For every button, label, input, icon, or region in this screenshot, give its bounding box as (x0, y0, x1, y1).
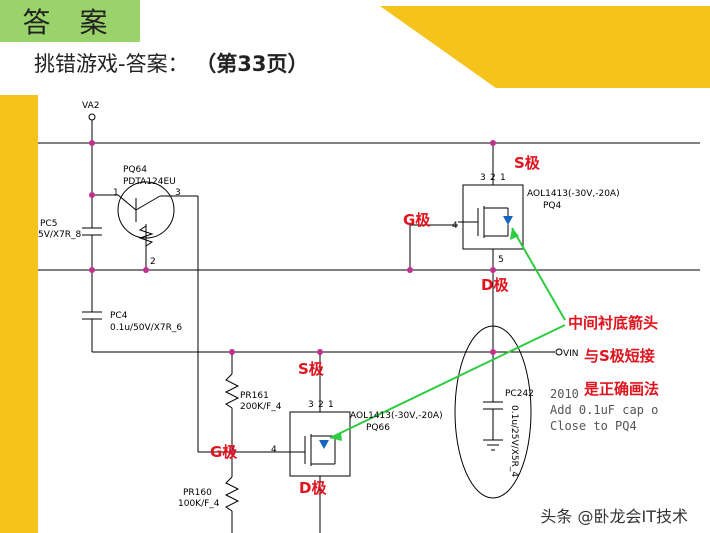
pq66-pin4: 4 (271, 445, 277, 455)
pq64-pin2: 2 (150, 257, 156, 267)
pq4-part: AOL1413(-30V,-20A) (527, 189, 620, 199)
note-line-2: Add 0.1uF cap o (550, 403, 658, 417)
pq4-pin1: 1 (500, 173, 506, 183)
pq66-s-label: S极 (298, 360, 325, 378)
pq4-g-label: G极 (403, 211, 431, 229)
callout-arrow-to-pq66 (329, 324, 566, 439)
subtitle-page: （第33页） (195, 52, 309, 76)
vin-label: VIN (563, 349, 579, 359)
page-title: 答 案 (22, 6, 118, 39)
callout-line-3: 是正确画法 (583, 380, 659, 398)
pq4-pin3: 3 (480, 173, 486, 183)
pq64-pin1: 1 (113, 188, 119, 198)
pq4-d-label: D极 (481, 276, 509, 294)
pc242-highlight-ellipse (454, 325, 532, 499)
pc5-value: 5V/X7R_8 (38, 230, 82, 240)
pc4-value: 0.1u/50V/X7R_6 (110, 323, 182, 333)
pc242-ref: PC242 (505, 389, 534, 399)
pq64-pin3: 3 (175, 188, 181, 198)
callout-line-1: 中间衬底箭头 (568, 314, 658, 332)
pq66-pin2: 2 (318, 400, 324, 410)
pq4-ref: PQ4 (543, 201, 562, 211)
pq64-part: PDTA124EU (123, 177, 176, 187)
pq4-pin2: 2 (490, 173, 496, 183)
pq4-pin5: 5 (498, 255, 504, 265)
note-line-3: Close to PQ4 (550, 419, 637, 433)
pq4-body-diode (503, 216, 513, 225)
pc242-value: 0.1u/25V/X5R_4 (509, 405, 519, 477)
vin-terminal (555, 348, 563, 356)
va2-label: VA2 (82, 101, 99, 111)
pq4-s-label: S极 (514, 154, 541, 172)
schematic-panel (38, 88, 710, 533)
page-subtitle: 挑错游戏-答案： （第33页） (34, 48, 309, 78)
pq64-ref: PQ64 (123, 165, 147, 175)
pq66-ref: PQ66 (366, 423, 390, 433)
pq4-pin4: 4 (452, 221, 458, 231)
pr160-value: 100K/F_4 (178, 499, 220, 509)
note-line-1: 2010 (550, 387, 579, 401)
pc5-ref: PC5 (40, 219, 57, 229)
watermark: 头条 @卧龙会IT技术 (536, 503, 692, 527)
pq66-d-label: D极 (299, 479, 327, 497)
subtitle-prefix: 挑错游戏-答案： (34, 52, 189, 76)
callout-arrow-to-pq4 (511, 227, 566, 321)
pr160-ref: PR160 (183, 488, 212, 498)
title-banner: 答 案 (0, 0, 140, 42)
pc4-ref: PC4 (110, 311, 128, 321)
pq66-g-label: G极 (210, 443, 238, 461)
pq66-pin3: 3 (308, 400, 314, 410)
pr161-ref: PR161 (240, 391, 269, 401)
callout-line-2: 与S极短接 (584, 347, 655, 365)
pr161-value: 200K/F_4 (240, 402, 282, 412)
pq66-body-diode (319, 440, 329, 449)
junction-dots (89, 140, 496, 455)
pq66-pin1: 1 (328, 400, 334, 410)
pq66-part: AOL1413(-30V,-20A) (350, 411, 443, 421)
